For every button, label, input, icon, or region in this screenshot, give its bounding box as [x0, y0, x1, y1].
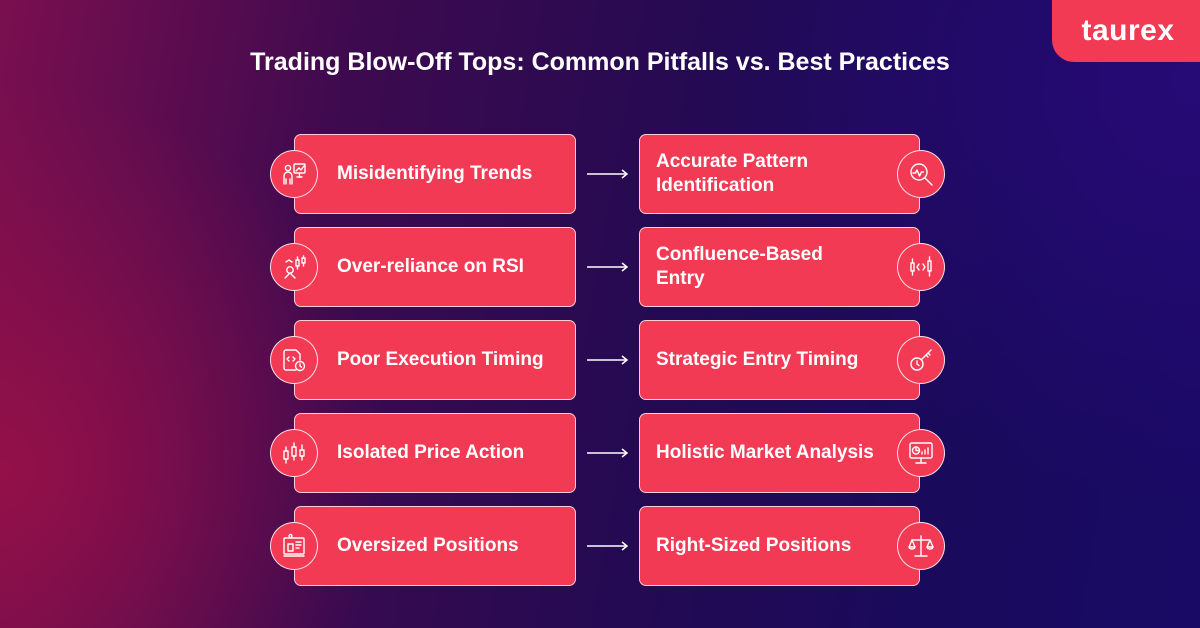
practice-card: Right-Sized Positions	[639, 506, 920, 586]
comparison-row: Isolated Price Action Holistic Market An…	[0, 413, 1200, 495]
monitor-analytics-icon	[897, 429, 945, 477]
candlestick-compare-icon	[897, 243, 945, 291]
magnifier-chart-icon	[897, 150, 945, 198]
arrow-right-icon	[587, 355, 629, 365]
arrow-right-icon	[587, 541, 629, 551]
comparison-row: Misidentifying Trends Accurate Pattern I…	[0, 134, 1200, 216]
practice-card: Accurate Pattern Identification	[639, 134, 920, 214]
pitfall-label: Over-reliance on RSI	[337, 256, 524, 277]
document-clock-icon	[270, 336, 318, 384]
pitfall-label: Oversized Positions	[337, 535, 519, 556]
comparison-row: Over-reliance on RSI Confluence-Based En…	[0, 227, 1200, 309]
pitfall-label: Misidentifying Trends	[337, 163, 533, 184]
comparison-row: Oversized Positions Right-Sized Position…	[0, 506, 1200, 588]
pitfall-card: Poor Execution Timing	[294, 320, 576, 400]
candlesticks-icon	[270, 429, 318, 477]
pitfall-card: Oversized Positions	[294, 506, 576, 586]
practice-card: Confluence-Based Entry	[639, 227, 920, 307]
pitfall-card: Misidentifying Trends	[294, 134, 576, 214]
practice-label: Right-Sized Positions	[656, 535, 852, 556]
arrow-right-icon	[587, 448, 629, 458]
practice-label: Holistic Market Analysis	[656, 442, 874, 463]
presenter-chart-icon	[270, 150, 318, 198]
clock-key-icon	[897, 336, 945, 384]
pitfall-card: Over-reliance on RSI	[294, 227, 576, 307]
indicator-candles-icon	[270, 243, 318, 291]
arrow-right-icon	[587, 169, 629, 179]
position-box-icon	[270, 522, 318, 570]
practice-card: Strategic Entry Timing	[639, 320, 920, 400]
pitfall-label: Isolated Price Action	[337, 442, 525, 463]
practice-label: Accurate Pattern Identification	[656, 151, 809, 196]
page-title: Trading Blow-Off Tops: Common Pitfalls v…	[250, 48, 950, 76]
brand-logo-text: taurex	[1081, 14, 1175, 47]
brand-logo: taurex	[1052, 0, 1200, 62]
pitfall-label: Poor Execution Timing	[337, 349, 544, 370]
practice-label: Confluence-Based Entry	[656, 244, 823, 289]
balance-scale-icon	[897, 522, 945, 570]
practice-label: Strategic Entry Timing	[656, 349, 859, 370]
practice-card: Holistic Market Analysis	[639, 413, 920, 493]
arrow-right-icon	[587, 262, 629, 272]
comparison-row: Poor Execution Timing Strategic Entry Ti…	[0, 320, 1200, 402]
pitfall-card: Isolated Price Action	[294, 413, 576, 493]
